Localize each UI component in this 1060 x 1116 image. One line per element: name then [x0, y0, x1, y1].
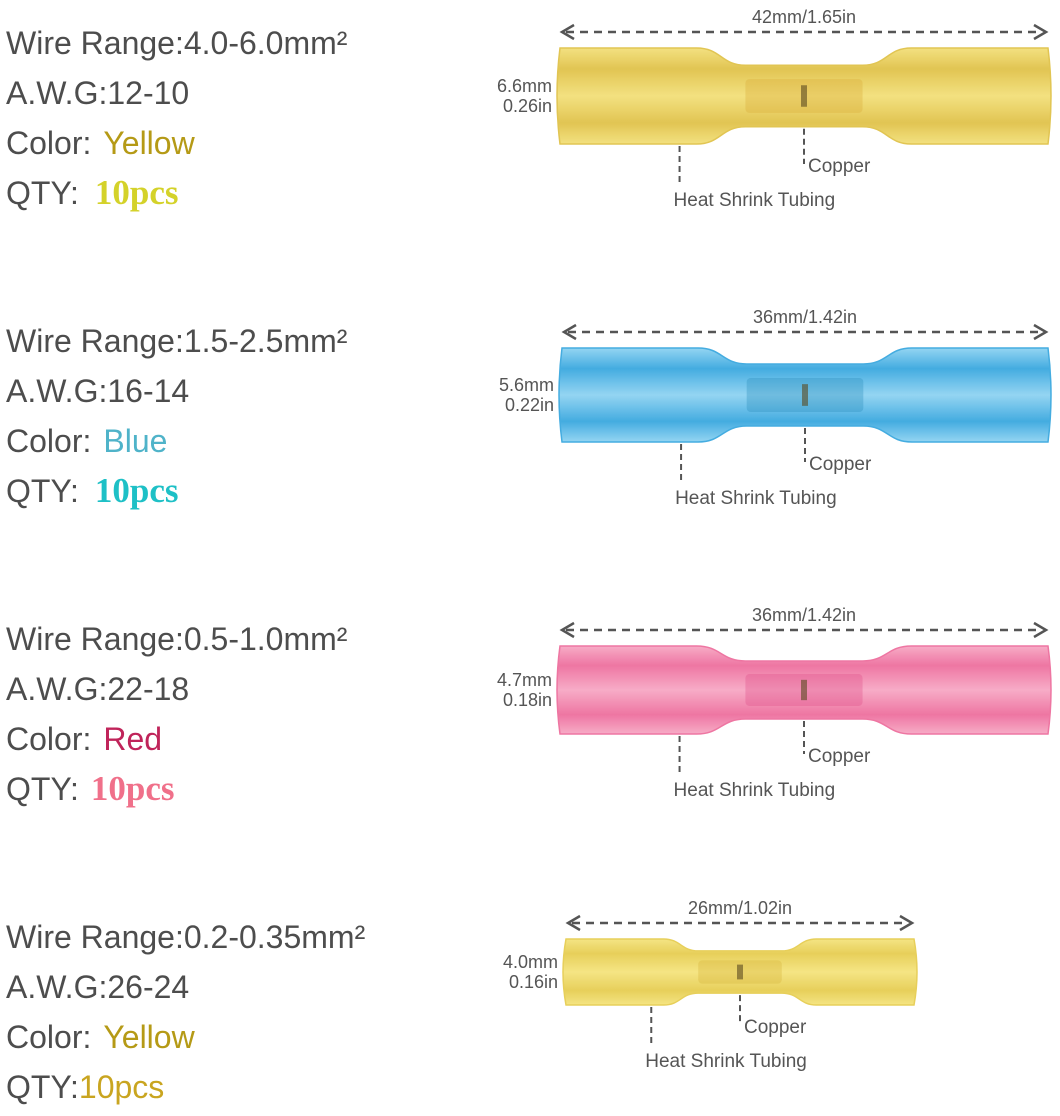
color-line: Color: Yellow: [6, 118, 347, 168]
diameter-mm: 4.0mm: [502, 952, 558, 972]
diameter-mm: 5.6mm: [498, 375, 554, 395]
color-prefix: Color:: [6, 125, 92, 161]
diameter-mm: 6.6mm: [496, 76, 552, 96]
spec-block-1: Wire Range:4.0-6.0mm² A.W.G:12-10 Color:…: [6, 18, 347, 218]
copper-label: Copper: [809, 454, 872, 475]
color-prefix: Color:: [6, 1019, 92, 1055]
qty-line: QTY: 10pcs: [6, 764, 347, 814]
awg: A.W.G:12-10: [6, 75, 190, 111]
qty-prefix: QTY:: [6, 771, 79, 807]
arrowhead-right-icon: [1033, 621, 1049, 639]
tubing-label: Heat Shrink Tubing: [645, 1051, 807, 1072]
awg: A.W.G:22-18: [6, 671, 190, 707]
color-name: Yellow: [103, 1019, 195, 1055]
diameter-in: 0.18in: [502, 690, 552, 710]
qty-prefix: QTY:: [6, 175, 79, 211]
wire-stop: [737, 964, 743, 980]
arrowhead-left-icon: [559, 621, 575, 639]
qty-value: 10pcs: [90, 769, 175, 808]
diameter-in: 0.16in: [508, 972, 558, 992]
spec-block-2: Wire Range:1.5-2.5mm² A.W.G:16-14 Color:…: [6, 316, 347, 516]
qty-prefix: QTY:: [6, 1069, 79, 1105]
qty-line: QTY: 10pcs: [6, 168, 347, 218]
length-label: 26mm/1.02in: [683, 898, 797, 919]
tubing-label: Heat Shrink Tubing: [673, 780, 836, 801]
qty-value: 10pcs: [78, 1069, 165, 1105]
qty-line: QTY: 10pcs: [6, 466, 347, 516]
wire-range: Wire Range:1.5-2.5mm²: [6, 323, 348, 359]
awg: A.W.G:16-14: [6, 373, 190, 409]
arrowhead-left-icon: [559, 23, 575, 41]
diameter-in: 0.26in: [502, 96, 552, 116]
color-name: Blue: [103, 423, 168, 459]
length-label: 36mm/1.42in: [748, 307, 862, 328]
awg: A.W.G:26-24: [6, 969, 190, 1005]
color-name: Red: [103, 721, 163, 757]
color-prefix: Color:: [6, 423, 92, 459]
arrowhead-right-icon: [1033, 23, 1049, 41]
length-label: 42mm/1.65in: [747, 7, 861, 28]
qty-line: QTY:10pcs: [6, 1062, 365, 1112]
qty-prefix: QTY:: [6, 473, 79, 509]
spec-block-3: Wire Range:0.5-1.0mm² A.W.G:22-18 Color:…: [6, 614, 347, 814]
wire-stop: [801, 679, 807, 701]
tubing-label: Heat Shrink Tubing: [673, 190, 836, 211]
diameter-in: 0.22in: [504, 395, 554, 415]
color-prefix: Color:: [6, 721, 92, 757]
qty-value: 10pcs: [94, 173, 179, 212]
color-name: Yellow: [103, 125, 195, 161]
qty-value: 10pcs: [94, 471, 179, 510]
length-label: 36mm/1.42in: [747, 605, 861, 626]
wire-stop: [801, 85, 807, 107]
color-line: Color: Yellow: [6, 1012, 365, 1062]
color-line: Color: Red: [6, 714, 347, 764]
wire-stop: [802, 384, 808, 406]
copper-label: Copper: [808, 156, 871, 177]
diameter-mm: 4.7mm: [496, 670, 552, 690]
arrowhead-left-icon: [561, 323, 577, 341]
copper-label: Copper: [808, 746, 871, 767]
color-line: Color: Blue: [6, 416, 347, 466]
wire-range: Wire Range:0.2-0.35mm²: [6, 919, 366, 955]
arrowhead-right-icon: [899, 914, 915, 932]
wire-range: Wire Range:4.0-6.0mm²: [6, 25, 348, 61]
tubing-label: Heat Shrink Tubing: [675, 488, 837, 509]
wire-range: Wire Range:0.5-1.0mm²: [6, 621, 348, 657]
arrowhead-right-icon: [1033, 323, 1049, 341]
spec-block-4: Wire Range:0.2-0.35mm² A.W.G:26-24 Color…: [6, 912, 365, 1112]
copper-label: Copper: [744, 1017, 807, 1038]
arrowhead-left-icon: [565, 914, 581, 932]
